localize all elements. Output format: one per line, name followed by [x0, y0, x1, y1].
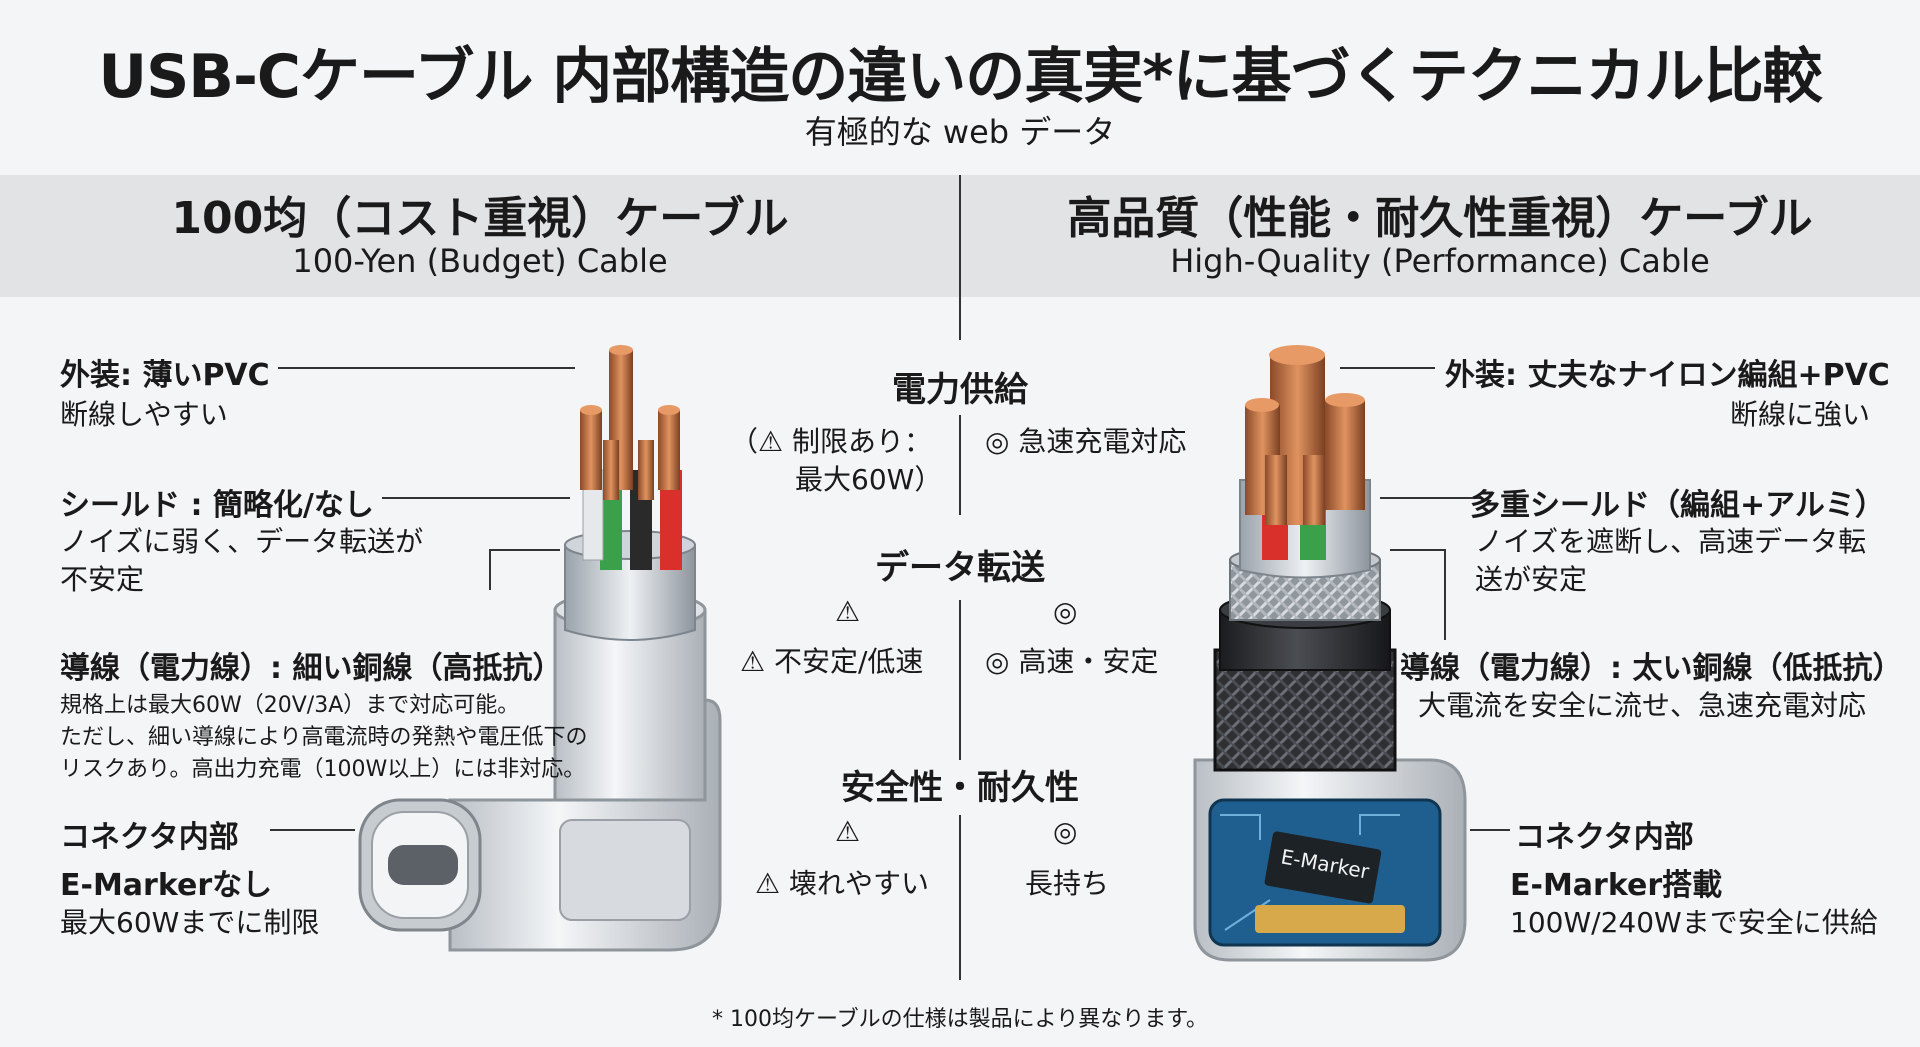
data-left-icon: ⚠ [835, 595, 861, 628]
left-conductor-desc-2: ただし、細い導線により高電流時の発熱や電圧低下の [60, 725, 588, 750]
page-title: USB-Cケーブル 内部構造の違いの真実*に基づくテクニカル比較 [98, 42, 1822, 112]
category-power: 電力供給 [892, 370, 1028, 410]
right-jacket-desc: 断線に強い [1730, 398, 1871, 431]
budget-cable-illustration [358, 345, 722, 952]
right-column-heading-en: High-Quality (Performance) Cable [1170, 242, 1710, 280]
right-connector-title: コネクタ内部 [1515, 820, 1694, 855]
data-right: ◎ 高速・安定 [985, 645, 1159, 678]
left-shield-desc-2: 不安定 [60, 563, 145, 596]
center-divider [959, 600, 961, 760]
power-left-line-2: 最大60W） [795, 463, 943, 496]
center-divider [959, 175, 961, 340]
power-right: ◎ 急速充電対応 [985, 425, 1187, 458]
left-column-heading: 100均（コスト重視）ケーブル [171, 193, 789, 244]
right-connector-desc: 100W/240Wまで安全に供給 [1510, 906, 1878, 939]
left-jacket-title: 外装: 薄いPVC [60, 358, 270, 393]
left-conductor-title: 導線（電力線）: 細い銅線（高抵抗） [60, 651, 563, 686]
high-quality-cable-illustration [1193, 345, 1467, 962]
right-shield-desc-1: ノイズを遮断し、高速データ転 [1475, 525, 1867, 558]
safety-left-icon: ⚠ [835, 815, 861, 848]
left-shield-title: シールド : 簡略化/なし [60, 488, 374, 523]
safety-right-icon: ◎ [1053, 815, 1078, 848]
data-left: ⚠ 不安定/低速 [740, 645, 924, 678]
left-jacket-desc: 断線しやすい [60, 398, 228, 431]
right-conductor-title: 導線（電力線）: 太い銅線（低抵抗） [1400, 651, 1903, 686]
left-conductor-desc-3: リスクあり。高出力充電（100W以上）には非対応。 [60, 757, 586, 782]
power-left-line-1: （⚠ 制限あり： [730, 425, 933, 458]
left-column-heading-en: 100-Yen (Budget) Cable [292, 242, 668, 280]
right-conductor-desc: 大電流を安全に流せ、急速充電対応 [1418, 689, 1867, 722]
left-conductor-desc-1: 規格上は最大60W（20V/3A）まで対応可能。 [60, 693, 520, 718]
category-safety: 安全性・耐久性 [841, 768, 1079, 808]
left-connector-desc: 最大60Wまでに制限 [60, 906, 320, 939]
safety-right: 長持ち [1025, 867, 1110, 900]
data-right-icon: ◎ [1053, 595, 1078, 628]
category-data: データ転送 [875, 548, 1045, 588]
right-shield-desc-2: 送が安定 [1475, 563, 1588, 596]
left-connector-title: コネクタ内部 [60, 820, 239, 855]
right-connector-sub: E-Marker搭載 [1510, 868, 1723, 903]
page-subtitle: 有極的な web データ [804, 113, 1116, 151]
center-divider [959, 415, 961, 515]
footnote: * 100均ケーブルの仕様は製品により異なります。 [711, 1007, 1209, 1032]
left-connector-sub: E-Markerなし [60, 868, 273, 903]
right-jacket-title: 外装: 丈夫なナイロン編組+PVC [1445, 358, 1890, 393]
right-shield-title: 多重シールド（編組+アルミ） [1470, 488, 1885, 523]
right-column-heading: 高品質（性能・耐久性重視）ケーブル [1067, 193, 1813, 244]
center-divider [959, 815, 961, 980]
left-shield-desc-1: ノイズに弱く、データ転送が [60, 525, 424, 558]
leader-lines [270, 367, 1510, 831]
safety-left: ⚠ 壊れやすい [755, 867, 930, 900]
